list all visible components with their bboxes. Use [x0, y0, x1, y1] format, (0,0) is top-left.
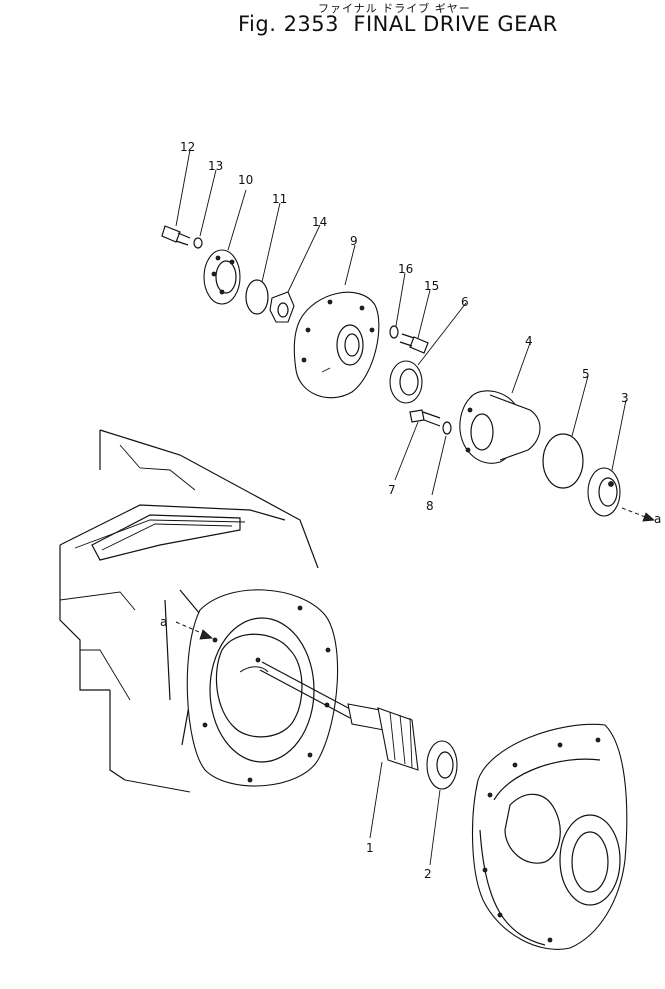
part-16-washer — [389, 325, 399, 339]
callout-6: 6 — [461, 295, 469, 309]
final-drive-housing — [471, 723, 628, 950]
reference-arrows — [175, 507, 655, 640]
part-1-pinion-shaft — [259, 661, 419, 771]
japanese-title: ファイナル ドライブ ギヤー — [318, 2, 471, 15]
case-flange — [186, 589, 339, 787]
callout-8: 8 — [426, 499, 434, 513]
part-8-washer — [442, 421, 452, 435]
part-15-bolt — [399, 333, 429, 354]
leader-lines — [175, 149, 627, 866]
callout-10: 10 — [238, 173, 253, 187]
part-13-washer — [193, 237, 203, 249]
callout-15: 15 — [424, 279, 439, 293]
callout-2: 2 — [424, 867, 432, 881]
callout-12: 12 — [180, 140, 195, 154]
part-6-seal — [389, 360, 423, 404]
callout-7: 7 — [388, 483, 396, 497]
callout-14: 14 — [312, 215, 327, 229]
callout-13: 13 — [208, 159, 223, 173]
callout-16: 16 — [398, 262, 413, 276]
callout-11: 11 — [272, 192, 287, 206]
callout-9: 9 — [350, 234, 358, 248]
part-5-o-ring — [542, 433, 584, 489]
callout-3: 3 — [621, 391, 629, 405]
part-3-bearing — [587, 467, 621, 517]
ref-a-left: a — [160, 615, 167, 629]
part-11-o-ring — [245, 279, 269, 315]
figure-title: Fig. 2353 FINAL DRIVE GEAR — [238, 12, 558, 36]
callout-1: 1 — [366, 841, 374, 855]
part-14-nut — [269, 291, 295, 323]
part-10-retainer — [203, 249, 241, 305]
part-9-cover — [293, 291, 380, 399]
callout-5: 5 — [582, 367, 590, 381]
part-7-bolt — [409, 409, 441, 427]
part-2-bearing — [426, 740, 458, 790]
ref-a-right: a — [654, 512, 661, 526]
part-4-cage — [459, 390, 541, 464]
part-12-bolt — [161, 225, 191, 246]
callout-4: 4 — [525, 334, 533, 348]
